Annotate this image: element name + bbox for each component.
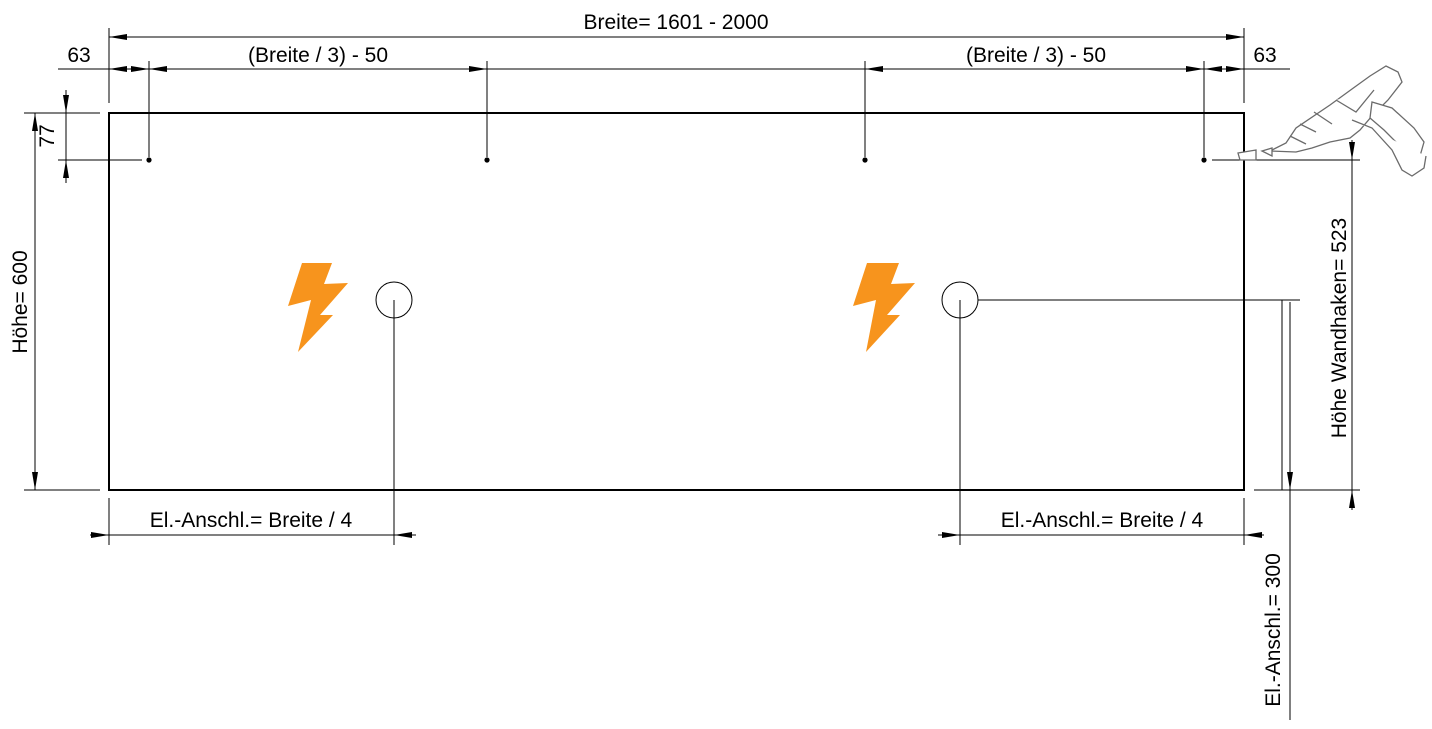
hole-3 bbox=[862, 157, 868, 163]
hole-4 bbox=[1201, 157, 1207, 163]
label-el-left: El.-Anschl.= Breite / 4 bbox=[150, 509, 353, 532]
dimension-el-left: El.-Anschl.= Breite / 4 bbox=[90, 498, 416, 545]
hole-1 bbox=[146, 157, 152, 163]
lightning-bolt-icon bbox=[853, 263, 915, 352]
dimension-el-right: El.-Anschl.= Breite / 4 bbox=[938, 498, 1264, 545]
label-margin-right: 63 bbox=[1253, 44, 1276, 67]
dimension-hole-spacing: 63 (Breite / 3) - 50 (Breite / 3) - 50 6… bbox=[58, 44, 1290, 157]
dimension-total-width: Breite= 1601 - 2000 bbox=[108, 11, 1245, 103]
dimension-top-offset: 77 bbox=[36, 90, 142, 183]
dimension-el-height: El.-Anschl.= 300 bbox=[1262, 300, 1293, 720]
label-hook-height: Höhe Wandhaken= 523 bbox=[1328, 218, 1351, 438]
label-margin-left: 63 bbox=[67, 44, 90, 67]
drill-icon bbox=[1237, 65, 1427, 177]
dimension-hook-height: Höhe Wandhaken= 523 bbox=[1254, 140, 1360, 510]
label-total-width: Breite= 1601 - 2000 bbox=[583, 11, 768, 34]
label-spacing-right: (Breite / 3) - 50 bbox=[966, 44, 1106, 67]
label-spacing-left: (Breite / 3) - 50 bbox=[248, 44, 388, 67]
electrical-outlet-right bbox=[853, 263, 1300, 545]
lightning-bolt-icon bbox=[288, 263, 348, 352]
label-el-height: El.-Anschl.= 300 bbox=[1262, 553, 1285, 707]
label-el-right: El.-Anschl.= Breite / 4 bbox=[1001, 509, 1204, 532]
electrical-outlet-left bbox=[288, 263, 413, 545]
label-top-offset: 77 bbox=[36, 124, 59, 147]
hole-2 bbox=[484, 157, 490, 163]
dimension-height: Höhe= 600 bbox=[9, 112, 100, 491]
label-height: Höhe= 600 bbox=[9, 250, 32, 353]
wall-hook-holes bbox=[146, 157, 1360, 163]
panel-outline bbox=[108, 112, 1245, 491]
